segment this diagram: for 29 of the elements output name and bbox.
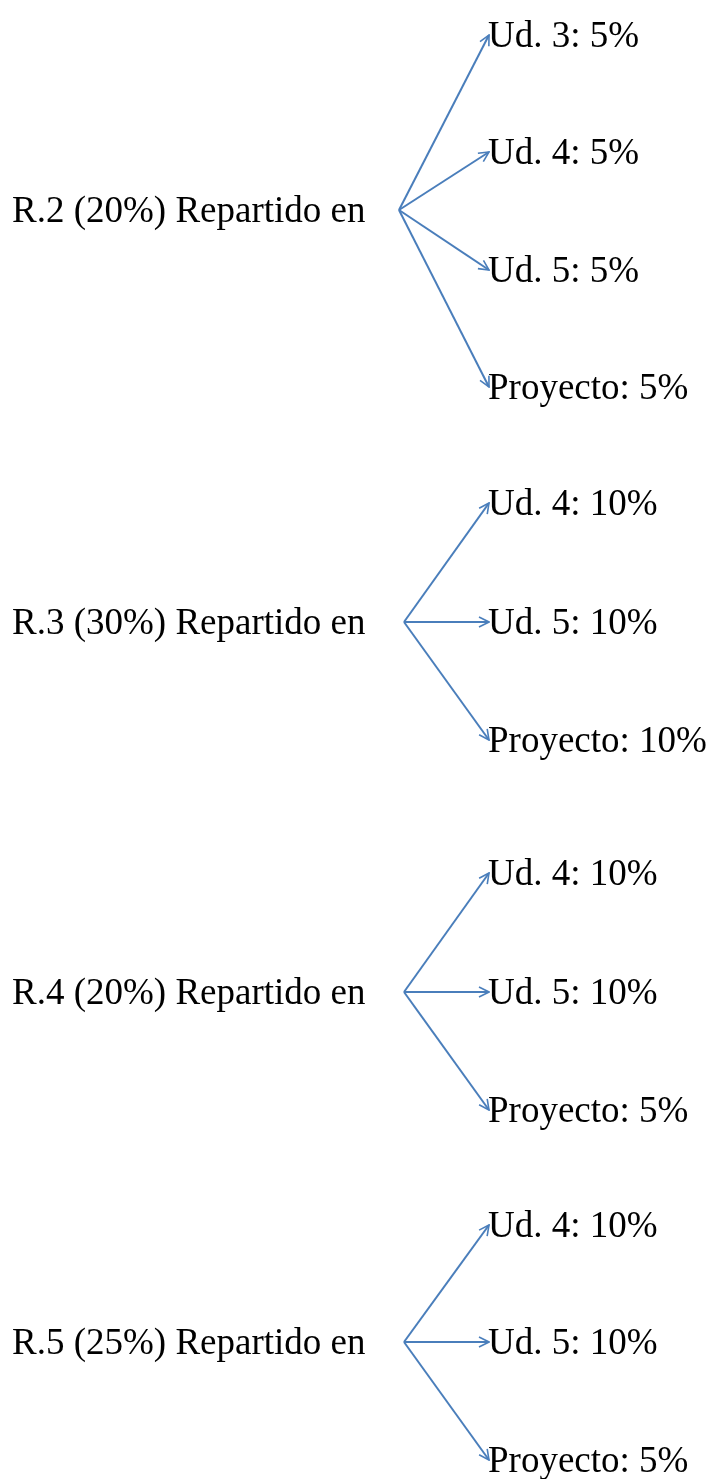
node-label: Ud. 4: 10% bbox=[488, 853, 658, 893]
arrow bbox=[398, 209, 490, 271]
arrow bbox=[403, 502, 490, 623]
arrow bbox=[398, 34, 490, 211]
node-label: R.4 (20%) Repartido en bbox=[12, 972, 405, 1012]
node-label: R.2 (20%) Repartido en bbox=[12, 190, 400, 230]
node-label: Ud. 5: 5% bbox=[488, 250, 640, 290]
arrow bbox=[403, 1224, 490, 1343]
arrow bbox=[403, 991, 490, 1111]
arrow bbox=[398, 151, 490, 211]
arrow bbox=[403, 1341, 490, 1461]
node-label: Ud. 3: 5% bbox=[488, 15, 640, 55]
arrow bbox=[398, 209, 490, 388]
arrow bbox=[403, 1336, 490, 1348]
node-label: Ud. 5: 10% bbox=[488, 1322, 658, 1362]
arrow bbox=[403, 986, 490, 998]
node-label: Proyecto: 10% bbox=[488, 720, 707, 760]
arrow bbox=[403, 621, 490, 741]
node-label: Proyecto: 5% bbox=[488, 1090, 689, 1130]
arrow bbox=[403, 872, 490, 993]
node-label: R.5 (25%) Repartido en bbox=[12, 1322, 405, 1362]
node-label: Ud. 4: 5% bbox=[488, 132, 640, 172]
arrow bbox=[403, 616, 490, 628]
node-label: Proyecto: 5% bbox=[488, 367, 689, 407]
node-label: R.3 (30%) Repartido en bbox=[12, 602, 405, 642]
node-label: Ud. 4: 10% bbox=[488, 483, 658, 523]
node-label: Ud. 4: 10% bbox=[488, 1205, 658, 1245]
node-label: Ud. 5: 10% bbox=[488, 602, 658, 642]
node-label: Ud. 5: 10% bbox=[488, 972, 658, 1012]
